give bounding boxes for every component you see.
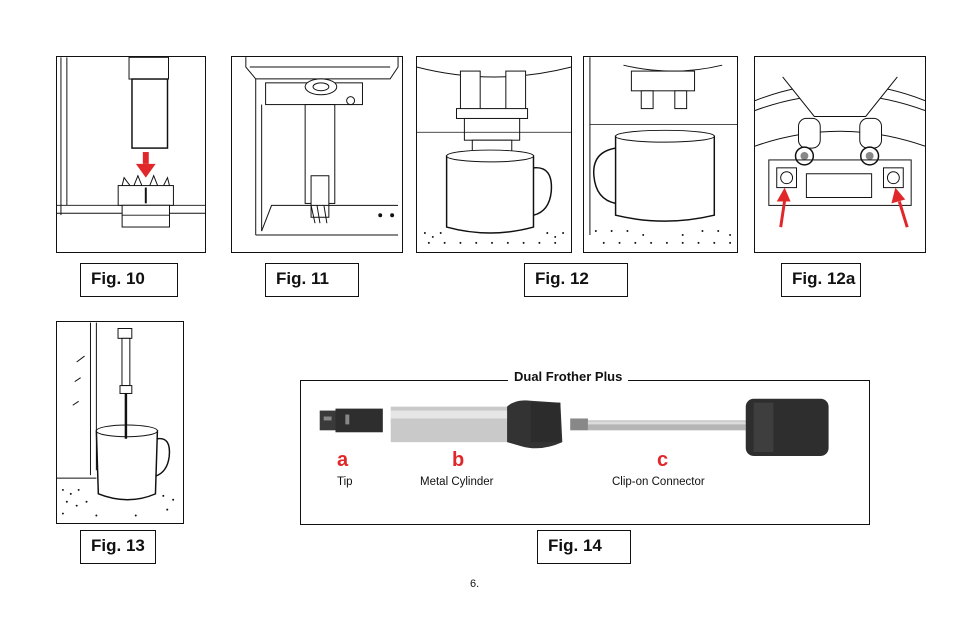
part-b-label: Metal Cylinder (420, 476, 494, 488)
fig13-caption: Fig. 13 (80, 530, 156, 564)
fig10-image (56, 56, 206, 253)
fig12a-caption: Fig. 12a (781, 263, 861, 297)
fig12a-image (754, 56, 926, 253)
part-c-label: Clip-on Connector (612, 476, 705, 488)
page-number: 6. (470, 578, 480, 590)
fig12-caption: Fig. 12 (524, 263, 628, 297)
fig12-image-right (583, 56, 738, 253)
fig11-image (231, 56, 403, 253)
fig12-image-left (416, 56, 572, 253)
part-a-letter: a (337, 449, 349, 471)
fig10-caption: Fig. 10 (80, 263, 178, 297)
fig14-caption: Fig. 14 (537, 530, 631, 564)
fig14-frame (300, 380, 870, 525)
part-b-letter: b (452, 449, 465, 471)
frother-title: Dual Frother Plus (508, 369, 629, 384)
part-c-letter: c (657, 449, 669, 471)
fig13-image (56, 321, 184, 524)
part-a-label: Tip (337, 476, 353, 488)
fig11-caption: Fig. 11 (265, 263, 359, 297)
